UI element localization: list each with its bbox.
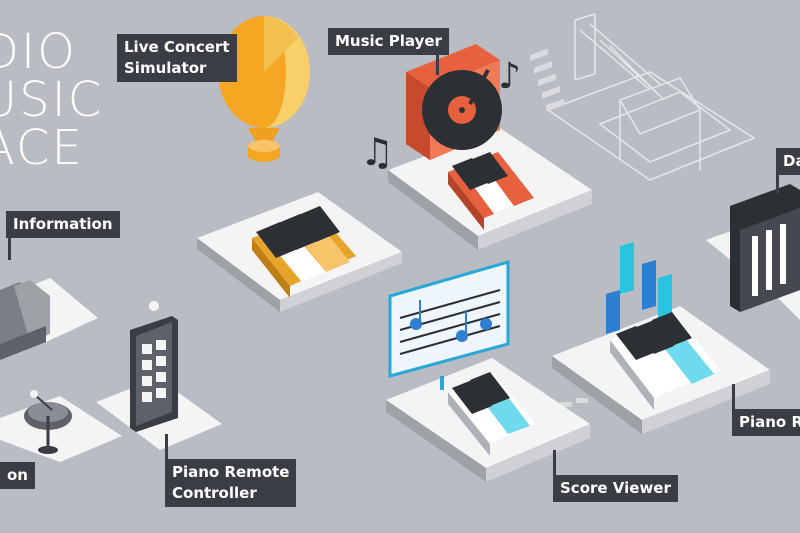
svg-text:♫: ♫: [360, 130, 394, 174]
phone-remote: [96, 301, 222, 450]
label-leader-line: [553, 450, 556, 478]
label-information: Information: [6, 211, 120, 238]
music-player-module: ♫ ♪: [360, 44, 592, 250]
label-piano-remote-line-2: Controller: [172, 484, 257, 502]
label-live-concert-simulator: Live Concert Simulator: [117, 34, 237, 82]
information-kiosk: [0, 278, 98, 360]
score-viewer-module: [386, 260, 590, 482]
hot-air-balloon: [218, 16, 310, 162]
wireframe-tower: [546, 13, 756, 181]
label-piano-r: Piano R: [732, 409, 800, 436]
label-leader-line: [165, 434, 168, 462]
label-music-player: Music Player: [328, 28, 449, 55]
label-data: Da: [776, 148, 800, 175]
label-leader-line: [436, 55, 439, 75]
label-leader-line: [732, 384, 735, 412]
title-line-2: USIC: [0, 72, 104, 128]
satellite-dish: [0, 390, 122, 462]
label-live-concert-line-2: Simulator: [124, 59, 207, 77]
label-score-viewer: Score Viewer: [553, 475, 678, 502]
label-live-concert-line-1: Live Concert: [124, 38, 230, 56]
dashed-connector: [530, 48, 588, 407]
label-piano-remote-line-1: Piano Remote: [172, 463, 290, 481]
title-line-1: DIO: [0, 24, 77, 80]
label-station: on: [0, 462, 35, 489]
label-leader-line: [776, 172, 779, 194]
label-leader-line: [8, 238, 11, 260]
yellow-piano-module: [197, 192, 402, 312]
title-line-3: ACE: [0, 120, 84, 176]
data-module: [706, 184, 800, 320]
piano-r-module: [552, 242, 770, 434]
label-piano-remote-controller: Piano Remote Controller: [165, 459, 297, 507]
svg-text:♪: ♪: [498, 56, 521, 97]
